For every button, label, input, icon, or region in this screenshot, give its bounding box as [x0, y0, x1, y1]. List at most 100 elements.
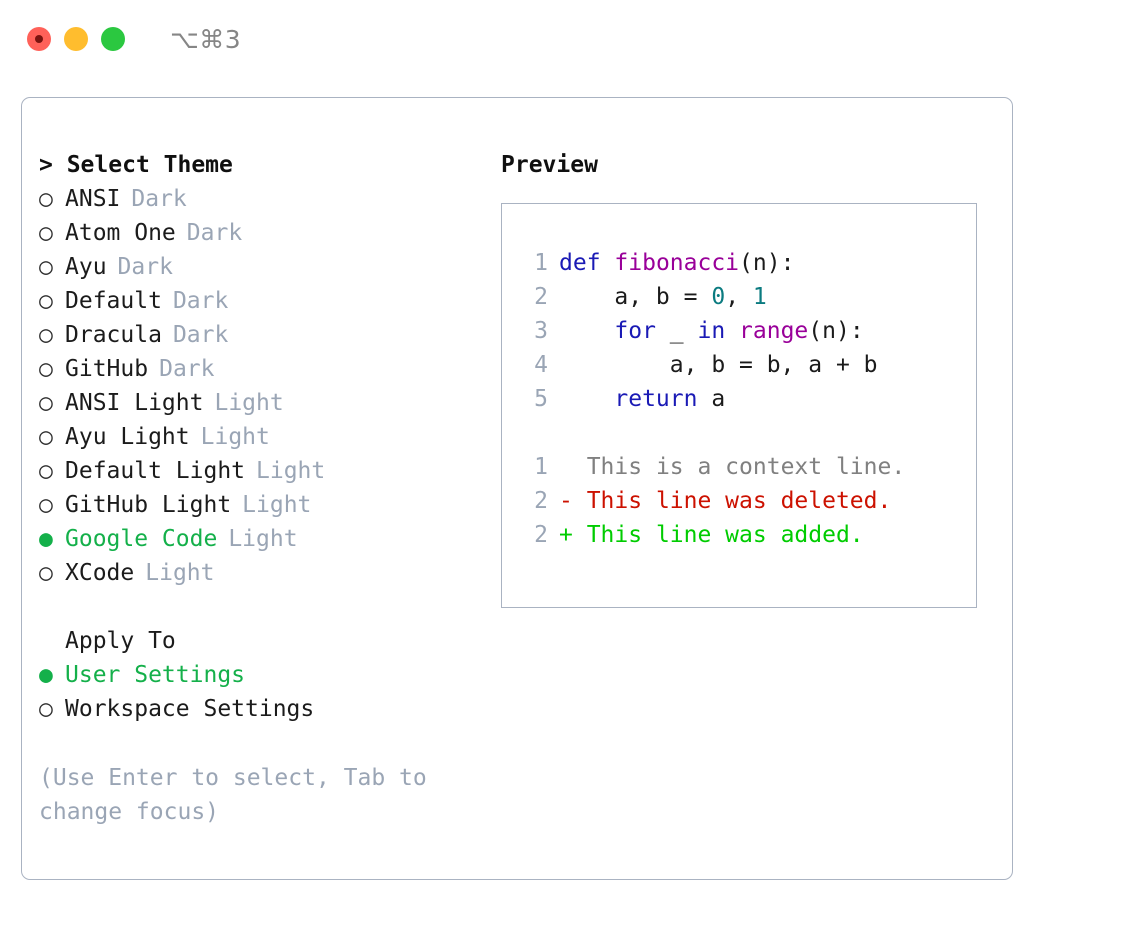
- theme-option-badge: Dark: [172, 322, 229, 348]
- code-token-plain: (n):: [808, 318, 864, 344]
- code-line: 5 return a: [516, 382, 905, 416]
- theme-option-badge: Light: [214, 390, 284, 416]
- diff-sample: 1 This is a context line.2- This line wa…: [516, 450, 905, 552]
- theme-option-ansi-light[interactable]: ○ ANSI Light Light: [39, 386, 489, 420]
- keyboard-hint-text: (Use Enter to select, Tab to change focu…: [39, 765, 441, 825]
- code-line-content: a, b = 0, 1: [559, 280, 767, 314]
- code-token-fn: range: [739, 318, 809, 344]
- theme-option-github-light[interactable]: ○ GitHub Light Light: [39, 488, 489, 522]
- theme-option-badge: Dark: [186, 220, 243, 246]
- diff-line-number: 2: [534, 522, 548, 548]
- radio-unselected-icon: ○: [39, 356, 53, 382]
- theme-option-badge: Dark: [117, 254, 173, 280]
- select-theme-heading-text: Select Theme: [66, 152, 233, 178]
- code-line-content: for _ in range(n):: [559, 314, 864, 348]
- minimize-button[interactable]: [64, 27, 88, 51]
- code-line-number: 1: [534, 250, 548, 276]
- code-line: 3 for _ in range(n):: [516, 314, 905, 348]
- close-button[interactable]: [27, 27, 51, 51]
- theme-option-label: Dracula: [65, 322, 162, 348]
- code-token-plain: a: [697, 386, 726, 412]
- theme-option-label: Default: [65, 288, 162, 314]
- code-line-number: 3: [534, 318, 548, 344]
- theme-option-badge: Light: [145, 560, 215, 586]
- diff-line-content: This is a context line.: [559, 450, 906, 484]
- theme-option-label: ANSI Light: [65, 390, 204, 416]
- radio-unselected-icon: ○: [39, 696, 53, 722]
- code-token-num: 0: [711, 284, 726, 310]
- code-line: 2 a, b = 0, 1: [516, 280, 905, 314]
- diff-line-content: - This line was deleted.: [559, 484, 891, 518]
- radio-unselected-icon: ○: [39, 322, 53, 348]
- theme-option-label: Google Code: [65, 526, 218, 552]
- code-line: 1 def fibonacci(n):: [516, 246, 905, 280]
- radio-unselected-icon: ○: [39, 390, 53, 416]
- diff-line-content: + This line was added.: [559, 518, 864, 552]
- code-token-kw: return: [614, 386, 698, 412]
- theme-option-atom-one[interactable]: ○ Atom One Dark: [39, 216, 489, 250]
- theme-option-badge: Light: [200, 424, 270, 450]
- code-line-number: 4: [534, 352, 548, 378]
- apply-to-option-user-settings[interactable]: ●User Settings: [39, 658, 489, 692]
- radio-unselected-icon: ○: [39, 560, 53, 586]
- diff-line-ctx: 1 This is a context line.: [516, 450, 905, 484]
- code-token-plain: [725, 318, 739, 344]
- diff-text: This line was deleted.: [572, 488, 892, 514]
- theme-option-badge: Dark: [131, 186, 187, 212]
- code-token-plain: _: [655, 318, 698, 344]
- radio-unselected-icon: ○: [39, 492, 53, 518]
- theme-option-badge: Light: [228, 526, 298, 552]
- code-token-kw: for: [614, 318, 656, 344]
- apply-to-list: ●User Settings○Workspace Settings: [39, 658, 489, 726]
- theme-option-badge: Dark: [159, 356, 215, 382]
- theme-option-dracula[interactable]: ○ Dracula Dark: [39, 318, 489, 352]
- radio-unselected-icon: ○: [39, 186, 53, 212]
- diff-line-number: 1: [534, 454, 548, 480]
- code-token-plain: [559, 386, 614, 412]
- radio-unselected-icon: ○: [39, 220, 53, 246]
- preview-heading: Preview: [501, 152, 598, 178]
- select-theme-heading: > Select Theme: [39, 148, 489, 182]
- diff-sign: -: [559, 488, 573, 514]
- theme-option-label: Default Light: [65, 458, 246, 484]
- apply-to-option-workspace-settings[interactable]: ○Workspace Settings: [39, 692, 489, 726]
- code-token-plain: [601, 250, 615, 276]
- code-line-number: 5: [534, 386, 548, 412]
- traffic-light-group: [27, 27, 125, 51]
- diff-line-add: 2 + This line was added.: [516, 518, 905, 552]
- code-line: 4 a, b = b, a + b: [516, 348, 905, 382]
- theme-option-label: Atom One: [65, 220, 176, 246]
- apply-to-option-label: User Settings: [65, 662, 246, 688]
- theme-option-label: GitHub Light: [65, 492, 232, 518]
- diff-sign: +: [559, 522, 573, 548]
- code-line-content: def fibonacci(n):: [559, 246, 794, 280]
- code-line-number: 2: [534, 284, 548, 310]
- theme-option-badge: Light: [242, 492, 312, 518]
- keyboard-shortcut-label: ⌥⌘3: [170, 24, 242, 54]
- theme-option-label: GitHub: [65, 356, 149, 382]
- theme-option-github[interactable]: ○ GitHub Dark: [39, 352, 489, 386]
- code-token-plain: [559, 318, 614, 344]
- code-token-num: 1: [752, 284, 767, 310]
- code-token-plain: a, b =: [559, 284, 712, 310]
- code-token-kw: def: [559, 250, 601, 276]
- radio-unselected-icon: ○: [39, 288, 53, 314]
- zoom-button[interactable]: [101, 27, 125, 51]
- title-bar: ⌥⌘3: [0, 0, 1140, 78]
- theme-option-label: Ayu Light: [65, 424, 190, 450]
